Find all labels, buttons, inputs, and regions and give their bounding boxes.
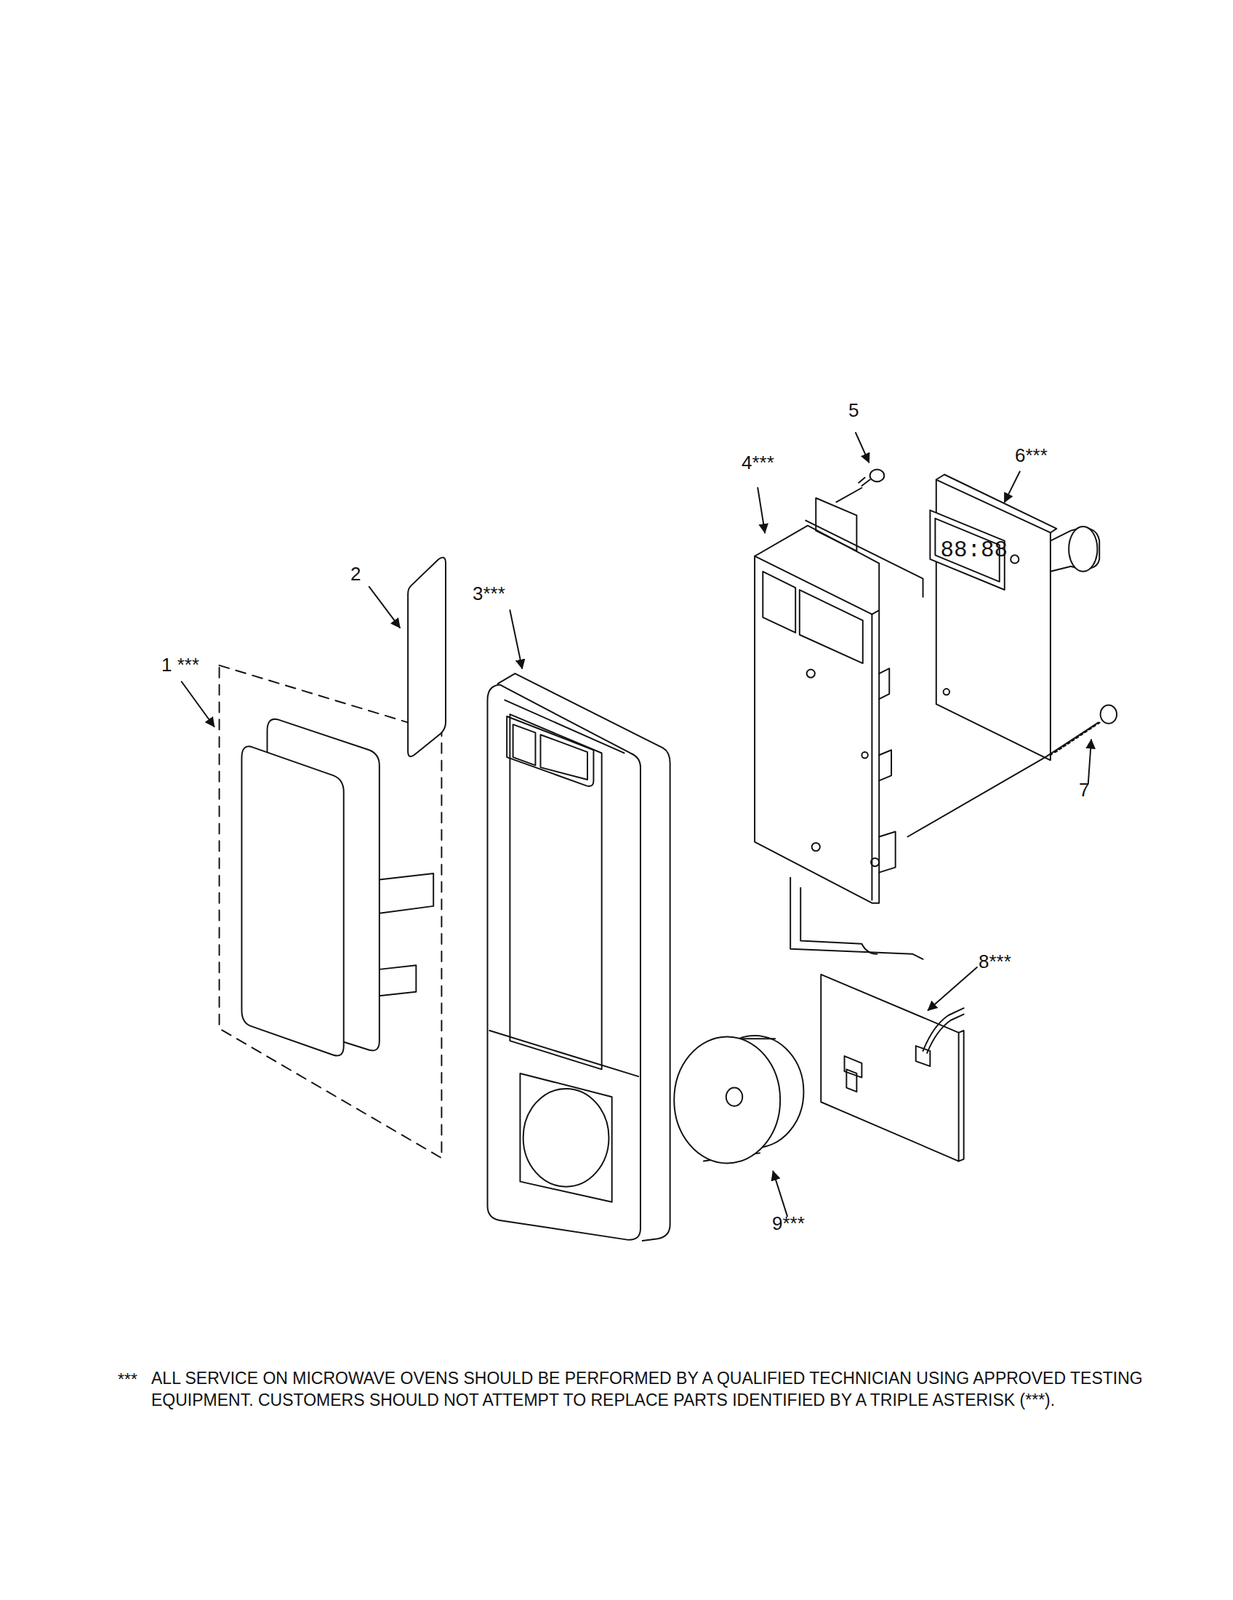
callout-number: 1 *** bbox=[161, 654, 200, 676]
leader-arrows bbox=[181, 432, 1092, 1216]
callout-number: 5 bbox=[848, 399, 859, 421]
part-2-plate bbox=[407, 556, 446, 757]
part-8-switch-board bbox=[820, 974, 964, 1162]
service-note: ALL SERVICE ON MICROWAVE OVENS SHOULD BE… bbox=[151, 1366, 1170, 1411]
callout-number: 4*** bbox=[741, 452, 775, 474]
svg-text:88:88: 88:88 bbox=[940, 537, 1008, 563]
callout-number: 2 bbox=[350, 563, 361, 585]
part-7-screw bbox=[908, 705, 1118, 837]
callout-number: 8*** bbox=[978, 950, 1012, 973]
callout-number: 6*** bbox=[1014, 444, 1048, 467]
part-9-knob bbox=[673, 1035, 804, 1163]
footnote-marker: *** bbox=[117, 1368, 150, 1391]
part-3-control-panel bbox=[487, 673, 671, 1241]
part-4-bracket bbox=[754, 497, 923, 959]
callout-number: 3*** bbox=[472, 583, 506, 605]
callout-number: 9*** bbox=[772, 1212, 805, 1234]
part-6-control-board: 88:88 bbox=[929, 474, 1100, 761]
callout-number: 7 bbox=[1078, 779, 1090, 801]
part-5-screw bbox=[836, 468, 885, 502]
